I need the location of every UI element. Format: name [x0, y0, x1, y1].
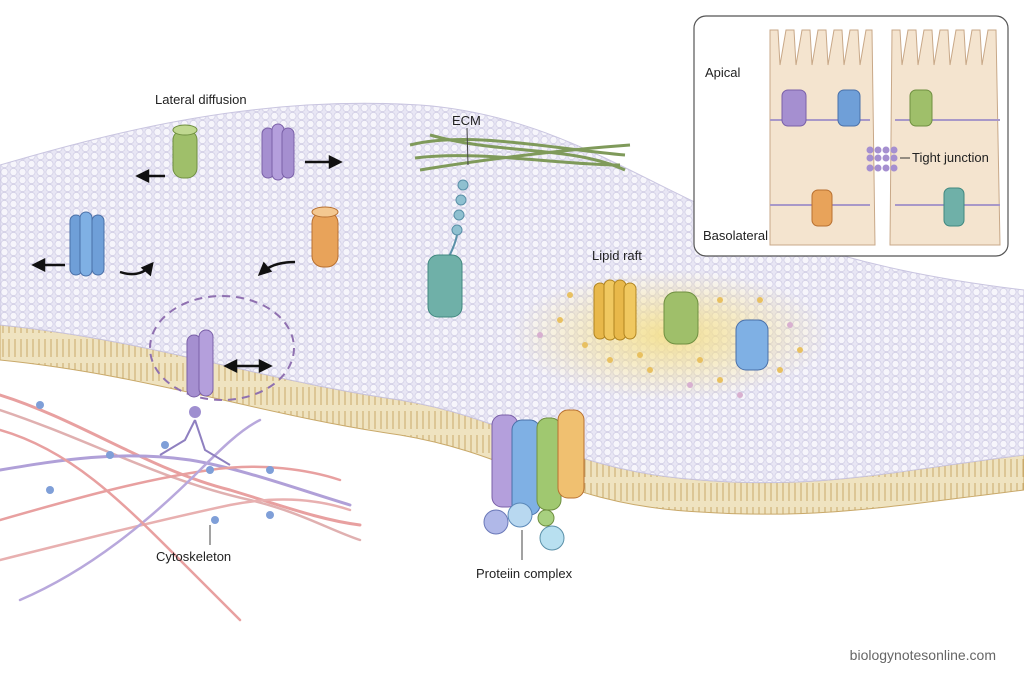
epithelial-inset [693, 15, 1009, 257]
purple-channel-protein [261, 123, 295, 181]
anchored-protein [186, 329, 214, 418]
lipid-raft-label: Lipid raft [592, 248, 642, 263]
raft-lipids [557, 292, 803, 383]
watermark: biologynotesonline.com [849, 647, 996, 663]
diffusion-arrows [31, 154, 343, 374]
raft-yellow-protein [593, 279, 637, 341]
ecm-label: ECM [452, 113, 481, 128]
restricted-diffusion-zone [149, 295, 295, 401]
protein-complex-label: Proteiin complex [476, 566, 573, 581]
blue-channel-protein [69, 211, 105, 277]
teal-receptor-protein [427, 254, 463, 318]
protein-complex-shape [483, 409, 585, 551]
tight-junction-label: Tight junction [912, 150, 989, 165]
cytoskeleton-label: Cytoskeleton [156, 549, 232, 564]
raft-blue-protein [735, 319, 769, 371]
ecm-fibers [409, 133, 631, 172]
green-channel-protein [172, 124, 198, 179]
apical-label: Apical [705, 65, 741, 80]
lateral-diffusion-label: Lateral diffusion [155, 92, 247, 107]
orange-channel-protein [311, 206, 339, 268]
raft-green-protein [663, 291, 699, 345]
basolateral-label: Basolateral [703, 228, 769, 243]
ecm-linker [451, 179, 469, 236]
cytoskeleton-linkers [36, 401, 274, 524]
cytoskeleton-network [0, 393, 362, 622]
